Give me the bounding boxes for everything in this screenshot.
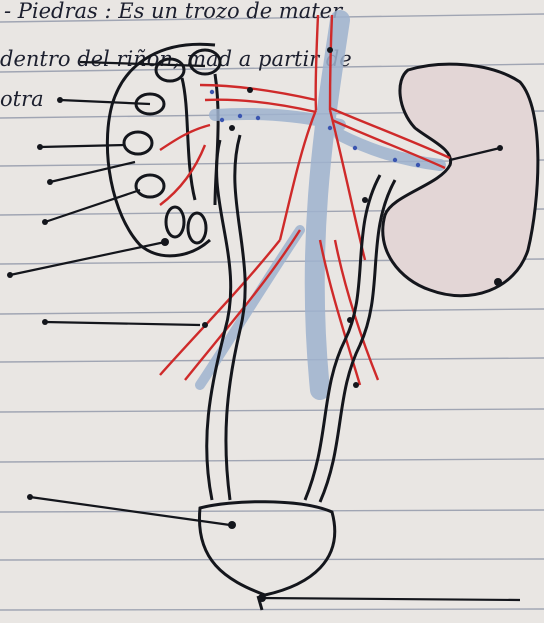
handwritten-notes: - Piedras : Es un trozo de mater dentro … (0, 0, 352, 111)
note-line-1: - Piedras : Es un trozo de mater (4, 0, 344, 23)
urinary-bladder (199, 502, 334, 595)
kidney-right (383, 64, 538, 296)
note-line-3: otra (0, 87, 44, 111)
